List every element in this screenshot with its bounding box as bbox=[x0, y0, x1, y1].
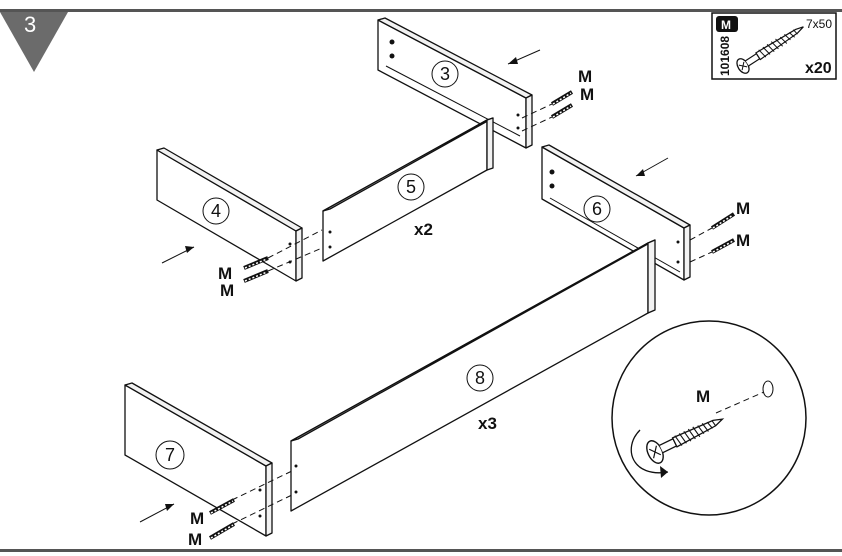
hardware-box: M 101608 7x50 x20 bbox=[711, 12, 837, 80]
part-6-label-circle bbox=[583, 195, 611, 223]
part-3-screw-pair bbox=[550, 90, 574, 119]
part-4-label-circle bbox=[202, 197, 230, 225]
screw-icon bbox=[736, 26, 804, 74]
part-4-screw-pair bbox=[243, 256, 269, 283]
detail-screw-label: M bbox=[696, 387, 710, 406]
part-6-screw-pair bbox=[710, 212, 736, 254]
part-6-screw-label-bottom: M bbox=[736, 231, 750, 250]
top-rule bbox=[0, 9, 842, 12]
step-number: 3 bbox=[24, 12, 36, 37]
part-8-label: 8 bbox=[475, 368, 485, 388]
part-4-screw-label-bottom: M bbox=[220, 281, 234, 300]
rotate-clockwise-icon bbox=[630, 429, 669, 474]
part-5-board: 5 bbox=[322, 117, 494, 262]
detail-pilot-hole bbox=[762, 380, 774, 398]
part-4-board: 4 bbox=[156, 147, 303, 282]
part-8-label-circle bbox=[466, 364, 494, 392]
part-7-screw-label-bottom: M bbox=[188, 530, 202, 549]
hardware-article-number: 101608 bbox=[718, 36, 732, 76]
hardware-code-letter: M bbox=[721, 18, 731, 32]
part-8-board: 8 bbox=[290, 239, 656, 512]
part-8-multiplier: x3 bbox=[478, 414, 497, 433]
detail-callout: M bbox=[611, 320, 807, 516]
part-7-label-circle bbox=[155, 440, 185, 470]
part-3-label-circle bbox=[431, 60, 459, 88]
part-3-screw-label-top: M bbox=[578, 67, 592, 86]
part-5-label-circle bbox=[397, 173, 425, 201]
hardware-quantity: x20 bbox=[805, 60, 832, 77]
part-4-label: 4 bbox=[211, 201, 221, 221]
step-badge: 3 bbox=[0, 12, 68, 72]
part-7-label: 7 bbox=[165, 445, 175, 465]
part-7-screw-pair bbox=[208, 498, 236, 540]
part-7-board: 7 bbox=[124, 382, 273, 537]
part-3-screw-label-bottom: M bbox=[580, 85, 594, 104]
part-4-screw-label-top: M bbox=[218, 264, 232, 283]
bottom-rule bbox=[0, 549, 842, 552]
part-3-label: 3 bbox=[440, 64, 450, 84]
hardware-code-badge bbox=[716, 16, 738, 32]
detail-screw-icon bbox=[646, 418, 725, 464]
part-5-label: 5 bbox=[406, 177, 416, 197]
part-3-board: 3 bbox=[377, 17, 533, 149]
part-6-label: 6 bbox=[592, 199, 602, 219]
part-7-screw-label-top: M bbox=[190, 509, 204, 528]
part-5-multiplier: x2 bbox=[414, 220, 433, 239]
part-6-board: 6 bbox=[541, 144, 691, 281]
part-6-screw-label-top: M bbox=[736, 199, 750, 218]
hardware-size: 7x50 bbox=[806, 17, 832, 31]
